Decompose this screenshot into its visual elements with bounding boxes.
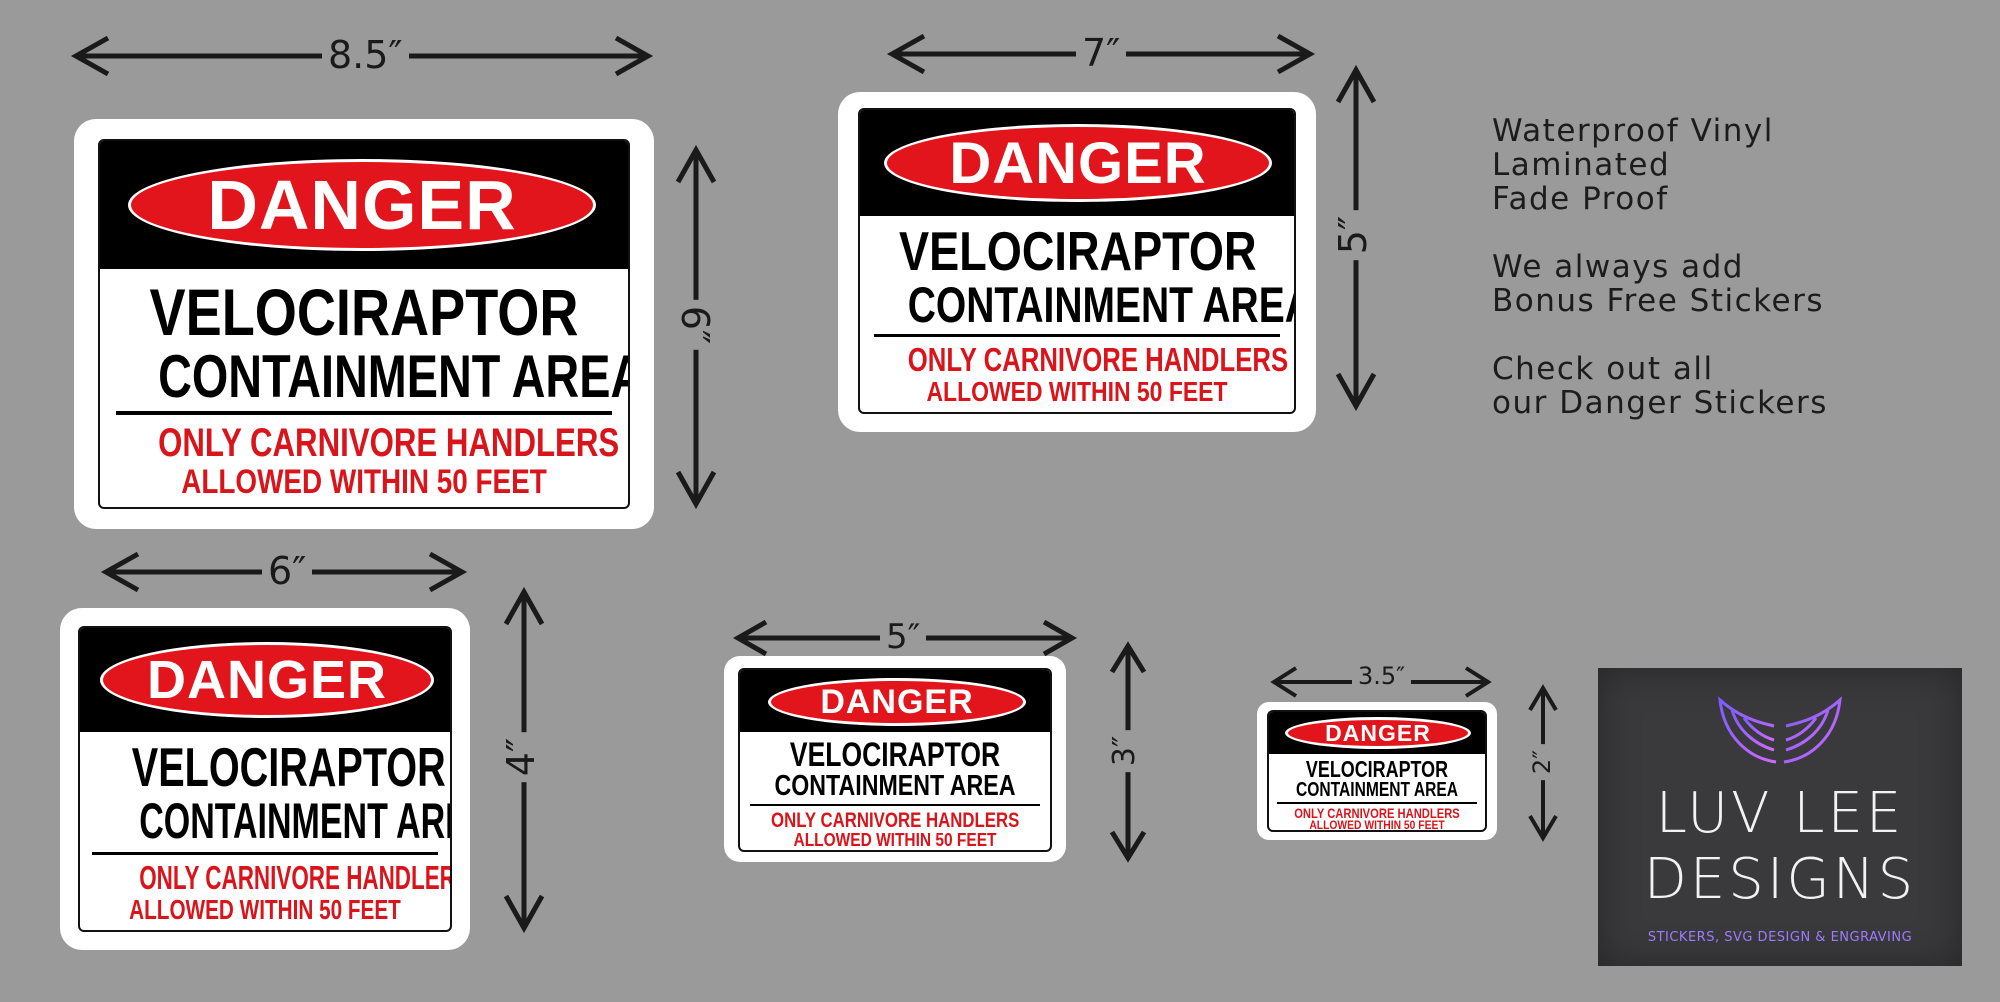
width-label: 3.5″ [1352,664,1412,688]
sign-divider [116,411,612,415]
width-dimension-7: 7″ [886,33,1316,75]
feature-line: Fade Proof [1492,181,1669,217]
width-dimension-5: 5″ [732,619,1078,657]
sign-line-4: ALLOWED WITHIN 50 FEET [129,894,401,925]
height-label: 3″ [1107,729,1142,773]
width-label: 6″ [262,552,313,590]
bonus-line: We always add [1492,249,1744,285]
width-label: 7″ [1076,34,1127,72]
sign-line-2: CONTAINMENT AREA [774,770,1016,802]
width-dimension-3.5: 3.5″ [1270,664,1492,698]
height-dimension-6: 6″ [673,144,717,510]
sticker-7x5: DANGER VELOCIRAPTOR CONTAINMENT AREA ONL… [838,92,1316,432]
wings-icon [1718,696,1842,764]
sign-line-3: ONLY CARNIVORE HANDLERS [771,809,1020,832]
sign-line-4: ALLOWED WITHIN 50 FEET [1309,818,1445,832]
sign-line-1: VELOCIRAPTOR [1305,756,1449,782]
height-label: 6″ [673,299,717,351]
sign-divider [1277,802,1477,804]
width-dimension-8.5: 8.5″ [70,35,654,77]
danger-sign: DANGER VELOCIRAPTOR CONTAINMENT AREA ONL… [1267,710,1487,832]
sign-divider [750,804,1040,806]
bonus-line: Bonus Free Stickers [1492,283,1824,319]
sign-line-2: CONTAINMENT AREA [1295,779,1459,801]
width-dimension-6: 6″ [100,551,468,593]
sign-line-3: ONLY CARNIVORE HANDLERS [139,859,452,896]
sign-line-3: ONLY CARNIVORE HANDLERS [907,341,1289,378]
danger-oval: DANGER [100,642,434,718]
features-list: Waterproof Vinyl Laminated Fade Proof [1492,114,1828,216]
sign-header-band: DANGER [80,628,450,732]
sticker-5x3: DANGER VELOCIRAPTOR CONTAINMENT AREA ONL… [724,656,1066,862]
bonus-note: We always add Bonus Free Stickers [1492,250,1828,318]
cta-line: our Danger Stickers [1492,385,1828,421]
height-dimension-4: 4″ [499,586,545,934]
sign-header-band: DANGER [860,110,1294,216]
danger-sign: DANGER VELOCIRAPTOR CONTAINMENT AREA ONL… [858,108,1296,414]
height-dimension-5: 5″ [1331,64,1377,412]
sign-line-2: CONTAINMENT AREA [907,277,1296,333]
danger-oval: DANGER [128,159,596,251]
danger-sign: DANGER VELOCIRAPTOR CONTAINMENT AREA ONL… [738,668,1052,852]
sign-line-2: CONTAINMENT AREA [158,343,630,410]
sign-header-band: DANGER [100,141,628,269]
sticker-8.5x6: DANGER VELOCIRAPTOR CONTAINMENT AREA ONL… [74,119,654,529]
danger-oval: DANGER [884,124,1272,202]
danger-oval: DANGER [768,678,1026,726]
cta-line: Check out all [1492,351,1714,387]
sign-line-2: CONTAINMENT AREA [139,793,450,849]
sign-line-4: ALLOWED WITHIN 50 FEET [793,830,997,850]
sign-divider [92,852,438,855]
logo-line-2: DESIGNS [1643,847,1917,912]
danger-sign: DANGER VELOCIRAPTOR CONTAINMENT AREA ONL… [98,139,630,509]
danger-sign: DANGER VELOCIRAPTOR CONTAINMENT AREA ONL… [78,626,452,932]
feature-line: Waterproof Vinyl [1492,113,1774,149]
sticker-6x4: DANGER VELOCIRAPTOR CONTAINMENT AREA ONL… [60,608,470,950]
product-info: Waterproof Vinyl Laminated Fade Proof We… [1492,114,1828,454]
height-label: 4″ [499,731,543,783]
sign-line-3: ONLY CARNIVORE HANDLERS [1294,805,1460,821]
cta-note: Check out all our Danger Stickers [1492,352,1828,420]
logo-line-1: LUV LEE [1655,781,1905,846]
height-label: 2″ [1528,743,1556,781]
height-dimension-3: 3″ [1107,641,1147,863]
sign-line-4: ALLOWED WITHIN 50 FEET [181,463,547,501]
sign-header-band: DANGER [1269,712,1485,754]
danger-oval: DANGER [1285,717,1471,749]
sign-line-1: VELOCIRAPTOR [789,736,1001,774]
feature-line: Laminated [1492,147,1671,183]
sign-line-1: VELOCIRAPTOR [899,220,1257,282]
sign-header-band: DANGER [740,670,1050,732]
width-label: 5″ [880,620,927,654]
height-label: 5″ [1331,209,1375,261]
sign-line-1: VELOCIRAPTOR [149,275,579,349]
logo-tagline: STICKERS, SVG DESIGN & ENGRAVING [1647,930,1913,945]
sign-line-3: ONLY CARNIVORE HANDLERS [158,421,620,465]
sign-divider [874,334,1280,337]
width-label: 8.5″ [322,36,409,74]
luv-lee-designs-logo: LUV LEE DESIGNS STICKERS, SVG DESIGN & E… [1598,668,1962,966]
height-dimension-2: 2″ [1528,684,1558,842]
sign-line-4: ALLOWED WITHIN 50 FEET [926,376,1228,407]
sign-line-1: VELOCIRAPTOR [131,736,446,798]
sticker-3.5x2: DANGER VELOCIRAPTOR CONTAINMENT AREA ONL… [1257,702,1497,840]
